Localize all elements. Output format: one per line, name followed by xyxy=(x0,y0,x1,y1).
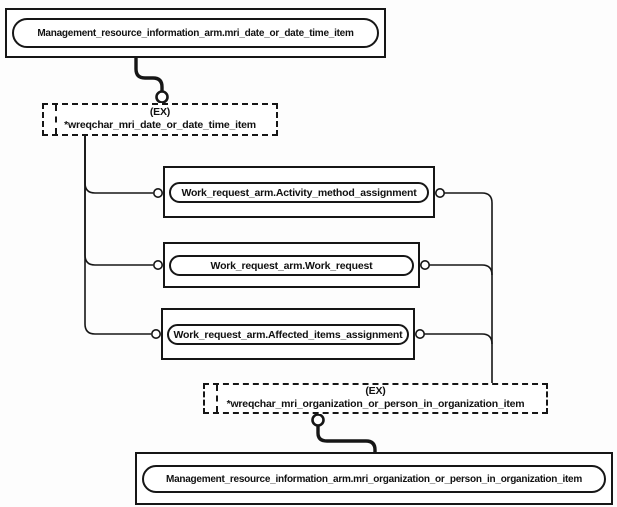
connector-circle-top xyxy=(155,90,169,104)
right-circle-work-request xyxy=(419,259,430,270)
upper-select-tag: (EX) xyxy=(149,106,171,118)
left-circle-work-request xyxy=(153,259,164,270)
lower-select-tag: (EX) xyxy=(365,385,386,397)
page-ref-divider-lower xyxy=(216,385,218,412)
node-top-entity: Management_resource_information_arm.mri_… xyxy=(5,8,386,58)
node-activity-method-assignment: Work_request_arm.Activity_method_assignm… xyxy=(163,166,435,218)
bottom-entity-pill: Management_resource_information_arm.mri_… xyxy=(142,465,606,493)
node-bottom-entity: Management_resource_information_arm.mri_… xyxy=(135,452,613,505)
activity-method-pill: Work_request_arm.Activity_method_assignm… xyxy=(169,182,429,203)
upper-select-label: *wreqchar_mri_date_or_date_time_item xyxy=(64,119,256,131)
right-branch-activity-method xyxy=(444,192,493,383)
top-entity-pill: Management_resource_information_arm.mri_… xyxy=(12,18,379,48)
right-branch-work-request xyxy=(429,264,493,276)
left-branch-activity-method xyxy=(84,136,153,194)
right-circle-activity-method xyxy=(434,188,445,199)
work-request-pill: Work_request_arm.Work_request xyxy=(169,255,414,276)
node-affected-items-assignment: Work_request_arm.Affected_items_assignme… xyxy=(161,308,415,360)
left-circle-activity-method xyxy=(153,188,164,199)
top-entity-label: Management_resource_information_arm.mri_… xyxy=(37,27,354,39)
left-circle-affected-items xyxy=(151,328,162,339)
left-branch-affected-items xyxy=(84,136,151,335)
right-branch-affected-items xyxy=(424,333,493,345)
thick-connector-bottom xyxy=(316,426,377,452)
activity-method-label: Work_request_arm.Activity_method_assignm… xyxy=(181,186,417,199)
connector-circle-bottom xyxy=(311,413,325,427)
thick-connector-top xyxy=(134,58,164,91)
node-lower-select: (EX) *wreqchar_mri_organization_or_perso… xyxy=(203,383,548,414)
affected-items-label: Work_request_arm.Affected_items_assignme… xyxy=(173,328,403,341)
affected-items-pill: Work_request_arm.Affected_items_assignme… xyxy=(167,324,409,345)
lower-select-label: *wreqchar_mri_organization_or_person_in_… xyxy=(226,398,525,410)
page-ref-divider-upper xyxy=(55,105,57,134)
right-circle-affected-items xyxy=(414,328,425,339)
left-branch-work-request xyxy=(84,136,153,266)
bottom-entity-label: Management_resource_information_arm.mri_… xyxy=(165,473,583,485)
node-upper-select: (EX) *wreqchar_mri_date_or_date_time_ite… xyxy=(42,103,278,136)
work-request-label: Work_request_arm.Work_request xyxy=(210,259,373,272)
node-work-request: Work_request_arm.Work_request xyxy=(163,242,420,288)
